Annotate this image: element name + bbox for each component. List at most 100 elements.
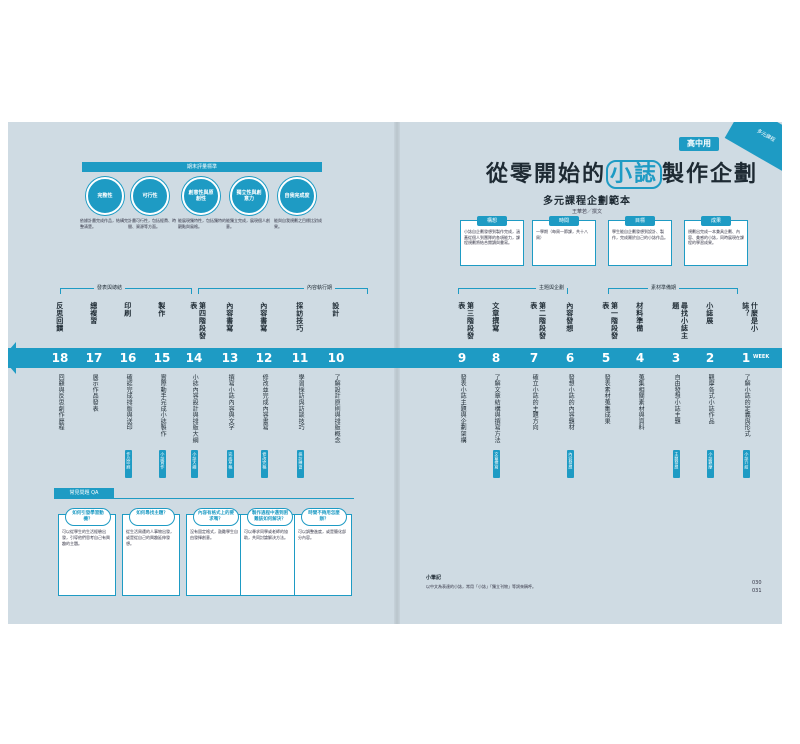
timeline-arrow-icon: [8, 342, 16, 374]
rubric-desc-1: 依據計畫完成作品，結構完整清楚。: [80, 218, 128, 229]
week-number: 11: [291, 351, 309, 365]
week-number: 13: [221, 351, 239, 365]
week-description: 小誌內容設計與排版大綱: [191, 374, 199, 444]
qa-title: 常見問題 QA: [54, 488, 114, 498]
week-number: 1: [741, 351, 751, 365]
week-number: 18: [51, 351, 69, 365]
week-number: 12: [255, 351, 273, 365]
qa-card-1: 如何引發學習動機？可以從學生的生活經驗出發，引導他們思考自己有興趣的主題。: [58, 508, 116, 596]
week-topic: 反思回饋: [55, 302, 64, 332]
week-description: 發表素材蒐集成果: [603, 374, 611, 425]
phase-label-4: 素材準備期: [648, 284, 680, 291]
week-topic: 印刷: [123, 302, 132, 317]
week-number: 7: [529, 351, 539, 365]
week-topic: 製作: [157, 302, 166, 317]
rubric-circle-2: 可行性: [131, 177, 169, 215]
week-topic: 尋找小誌主題: [671, 302, 689, 340]
page-number-right: 031: [752, 588, 762, 594]
week-topic: 第二階段發表: [529, 302, 547, 340]
author-credit: 王華若／撰文: [572, 209, 603, 215]
week-number: 2: [705, 351, 715, 365]
week-topic: 內容書寫: [225, 302, 234, 332]
week-topic: 什麼是小誌？: [741, 302, 759, 332]
week-description: 蒐集相關素材與資料: [637, 374, 645, 431]
level-badge: 高中用: [679, 137, 719, 151]
week-topic: 小誌展: [705, 302, 714, 325]
week-activity-tag: 小誌觀摩: [707, 450, 715, 478]
week-activity-tag: 作品印刷: [125, 450, 133, 478]
concept-box-2: 時間一學期（每周一節課，共十八周）: [532, 216, 596, 266]
week-activity-tag: 小誌實作: [159, 450, 167, 478]
page-subtitle: 多元課程企劃範本: [543, 196, 631, 207]
week-description: 撰寫小誌內容與文字: [227, 374, 235, 431]
week-topic: 第一階段發表: [601, 302, 619, 340]
phase-label-1: 發表與總結: [94, 284, 126, 291]
week-description: 確認完成排版與送印: [125, 374, 133, 431]
qa-divider: [54, 498, 354, 499]
week-activity-tag: 內容發想: [567, 450, 575, 478]
rubric-circle-1: 完整性: [86, 177, 124, 215]
week-activity-tag: 修改完稿: [261, 450, 269, 478]
week-topic: 內容發想: [565, 302, 574, 332]
page-title: 從零開始的小誌製作企劃: [486, 160, 759, 189]
week-topic: 設計: [331, 302, 340, 317]
week-activity-tag: 主題發想: [673, 450, 681, 478]
rubric-circle-5: 自我完成度: [278, 177, 316, 215]
week-number: 4: [635, 351, 645, 365]
week-topic: 內容書寫: [259, 302, 268, 332]
week-label: WEEK: [753, 354, 770, 360]
week-description: 了解文章結構與撰寫方法: [493, 374, 501, 444]
week-topic: 文章撰寫: [491, 302, 500, 332]
footnote-text: 以中文為表達的小誌，常用「小誌」「獨立刊物」等詞來稱呼。: [426, 584, 536, 589]
title-highlight: 小誌: [606, 160, 663, 189]
week-number: 3: [671, 351, 681, 365]
phase-bracket-1: [60, 288, 192, 294]
phase-bracket-3: [458, 288, 568, 294]
timeline-bar: [8, 348, 782, 368]
footnote-title: 小筆記: [426, 575, 442, 581]
rubric-circle-3: 創意性與原創性: [182, 177, 220, 215]
week-number: 8: [491, 351, 501, 365]
phase-bracket-2: [198, 288, 368, 294]
week-description: 了解設計原則與排版概念: [333, 374, 341, 444]
week-number: 5: [601, 351, 611, 365]
week-topic: 材料準備: [635, 302, 644, 332]
week-activity-tag: 小誌介紹: [743, 450, 751, 478]
week-activity-tag: 文章撰寫: [493, 450, 501, 478]
rubric-desc-5: 能與自我規劃之目標比對成果。: [274, 218, 322, 229]
phase-label-3: 主題與企劃: [536, 284, 568, 291]
week-number: 17: [85, 351, 103, 365]
rubric-desc-4: 能獨立完成，展現個人創意。: [226, 218, 270, 229]
week-number: 15: [153, 351, 171, 365]
rubric-circle-4: 獨立性與創意力: [230, 177, 268, 215]
week-number: 6: [565, 351, 575, 365]
qa-card-5: 時間不夠用怎麼辦？可以調整進度，或是簡化部分內容。: [294, 508, 352, 596]
week-activity-tag: 完成草稿: [227, 450, 235, 478]
concept-box-1: 構想小誌自企劃發想到製作完成，涵蓋從個人到團隊的各項能力，課程規劃將結合閱讀與書…: [460, 216, 524, 266]
qa-card-2: 如何尋找主題？從生活周遭的人事物出發，或是從自己的興趣延伸發想。: [122, 508, 180, 596]
week-number: 16: [119, 351, 137, 365]
concept-box-3: 目標學生能自企劃發想到設計、製作，完成屬於自己的小誌作品。: [608, 216, 672, 266]
week-number: 9: [457, 351, 467, 365]
week-description: 展示作品發表: [91, 374, 99, 412]
week-description: 修改並完成內容書寫: [261, 374, 269, 431]
week-description: 發想小誌的內容題材: [567, 374, 575, 431]
concept-box-4: 成果規劃出完成一本兼具企劃、內容、美感的小誌，同時展現在課程的學習成果。: [684, 216, 748, 266]
rubric-desc-3: 能展現獨特性，包括獨特的觀點與風格。: [178, 218, 226, 229]
week-description: 了解小誌的定義與形式: [743, 374, 751, 437]
week-topic: 第三階段發表: [457, 302, 475, 340]
qa-card-3: 內容有格式上的要求嗎？沒有固定格式，鼓勵學生自由發揮創意。: [186, 508, 244, 596]
week-description: 觀摩各式小誌作品: [707, 374, 715, 425]
week-description: 實際動手完成小誌製作: [159, 374, 167, 437]
week-description: 自由發想小誌主題: [673, 374, 681, 425]
week-topic: 採訪技巧: [295, 302, 304, 332]
rubric-desc-2: 計畫可行性，包括經費、時間、資源等方面。: [128, 218, 176, 229]
week-activity-tag: 小誌大綱: [191, 450, 199, 478]
week-description: 回顧與反思創作歷程: [57, 374, 65, 431]
week-description: 學習採訪與訪談技巧: [297, 374, 305, 431]
week-topic: 第四階段發表: [189, 302, 207, 340]
phase-label-2: 內容執行期: [304, 284, 336, 291]
week-number: 10: [327, 351, 345, 365]
week-activity-tag: 採訪練習: [297, 450, 305, 478]
week-number: 14: [185, 351, 203, 365]
